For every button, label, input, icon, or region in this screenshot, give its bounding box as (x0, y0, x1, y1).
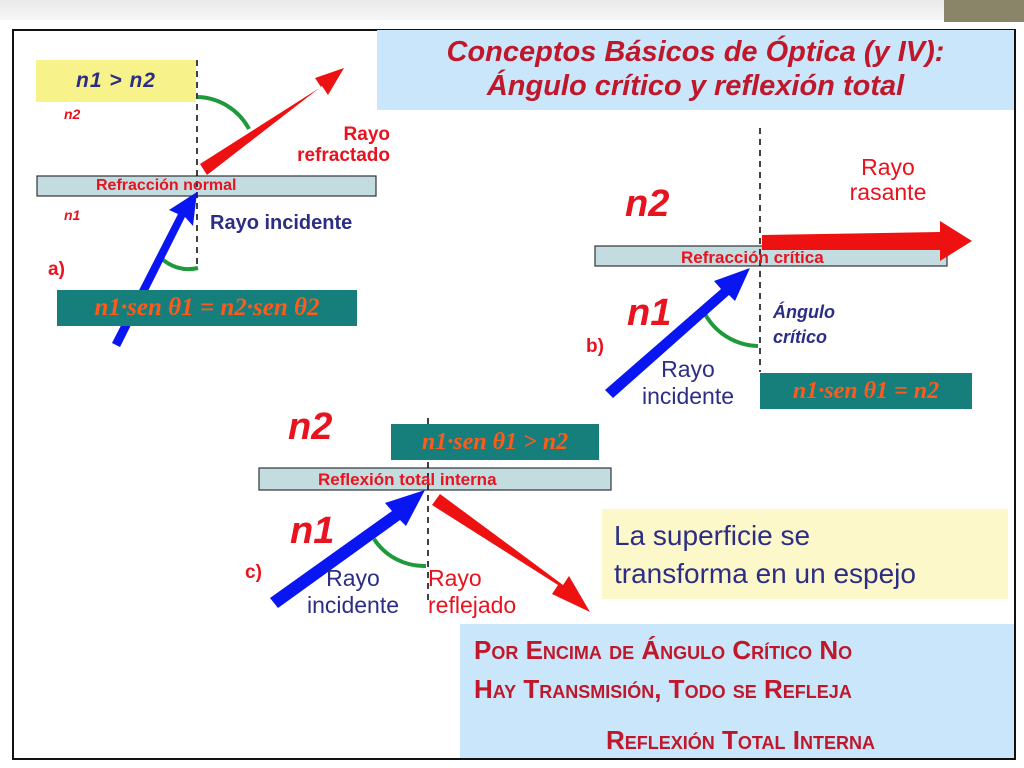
incident-ray-label-c: Rayo incidente (296, 565, 410, 619)
slab-label-a: Refracción normal (96, 177, 237, 194)
slab-label-b: Refracción crítica (681, 248, 824, 267)
conclusion-box (460, 624, 1014, 758)
tag-c: c) (245, 562, 262, 583)
tag-a: a) (48, 259, 65, 280)
slab-c (258, 467, 612, 491)
corner-decoration (944, 0, 1024, 22)
n2-label-b: n2 (625, 183, 670, 225)
n2-label-c: n2 (288, 406, 333, 448)
title-box: Conceptos Básicos de Óptica (y IV): Ángu… (377, 30, 1014, 110)
condition-text-a: n1 > n2 (76, 69, 156, 92)
angle-arc-critical-b (702, 311, 759, 348)
incident-ray-label-b: Rayo incidente (628, 356, 748, 410)
conclusion-line-2: Hay Transmisión, Todo se Refleja (474, 674, 852, 704)
refracted-ray-a (200, 68, 344, 175)
equation-b: n1·sen θ1 = n2 (760, 373, 972, 409)
equation-a: n1·sen θ1 = n2·sen θ2 (57, 290, 357, 326)
grazing-ray-label-b-line2: rasante (849, 179, 927, 205)
n1-label-b: n1 (627, 292, 672, 334)
note-line-2: transforma en un espejo (614, 558, 916, 589)
grazing-ray-label-b-line1: Rayo (861, 154, 915, 180)
equation-c: n1·sen θ1 > n2 (391, 424, 599, 460)
reflected-ray-c (432, 494, 590, 612)
slab-a (36, 175, 377, 197)
tag-b: b) (586, 336, 604, 357)
reflected-ray-label-c-line2: reflejado (428, 592, 517, 618)
refracted-ray-label-a-line2: refractado (297, 145, 390, 166)
refracted-ray-label-a: Rayo refractado (286, 124, 390, 166)
incident-ray-label-c-line1: Rayo (326, 565, 380, 591)
conclusion-line-3: Reflexión Total Interna (606, 725, 875, 755)
note-line-1: La superficie se (614, 520, 811, 551)
note-box: La superficie se transforma en un espejo (602, 509, 1008, 599)
title-line-1: Conceptos Básicos de Óptica (y IV): (446, 36, 945, 68)
window-top-strip (0, 0, 1024, 20)
angle-arc-incident-c (372, 537, 427, 569)
refracted-ray-label-a-line1: Rayo (343, 124, 390, 145)
grazing-ray-label-b: Rayo rasante (828, 155, 948, 205)
reflected-ray-label-c-line1: Rayo (428, 565, 482, 591)
condition-box-a: n1 > n2 (36, 60, 196, 102)
conclusion-line-1: Por Encima de Ángulo Crítico No (474, 635, 853, 665)
incident-ray-b (605, 268, 750, 398)
angle-arc-incident-a (158, 255, 199, 272)
critical-angle-label-b-line1: Ángulo (773, 302, 835, 322)
grazing-ray-b (762, 221, 972, 261)
n1-label-a: n1 (64, 207, 81, 223)
title-line-2: Ángulo crítico y reflexión total (486, 70, 905, 102)
slab-label-c: Reflexión total interna (318, 470, 497, 489)
incident-ray-label-b-line2: incidente (641, 383, 735, 409)
critical-angle-label-b: Ángulo crítico (773, 300, 835, 350)
n2-label-a: n2 (64, 106, 81, 122)
incident-ray-label-b-line1: Rayo (661, 356, 715, 382)
incident-ray-c (270, 490, 425, 608)
incident-ray-label-c-line2: incidente (306, 592, 400, 618)
critical-angle-label-b-line2: crítico (773, 327, 828, 347)
n1-label-c: n1 (290, 510, 335, 552)
incident-ray-label-a: Rayo incidente (210, 212, 353, 234)
reflected-ray-label-c: Rayo reflejado (428, 565, 516, 619)
angle-arc-refracted-a (197, 95, 251, 130)
